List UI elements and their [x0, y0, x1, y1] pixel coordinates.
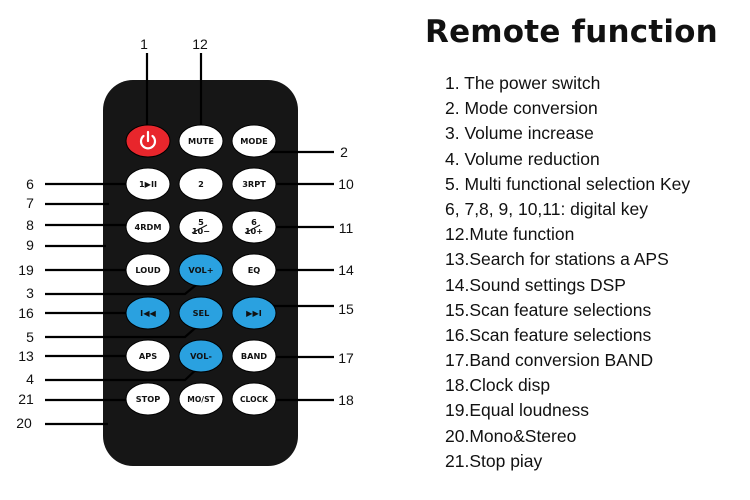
function-item: 3. Volume increase	[445, 123, 594, 144]
digit-6-button[interactable]: 610+	[231, 210, 277, 244]
digit-6-label: 10+	[245, 226, 263, 236]
page-title: Remote function	[425, 14, 718, 50]
stop-button[interactable]: STOP	[125, 382, 171, 416]
callout-number: 17	[338, 350, 354, 366]
digit-5-label: 5	[198, 217, 204, 227]
callout-numbers: 1 12 2 6 10 7 8 11 9 19 14 3 15 16 5 13 17 4 21 18 20	[16, 36, 354, 431]
digit-5-label: 10−	[192, 226, 210, 236]
digit-5-button[interactable]: 510−	[178, 210, 224, 244]
callout-number: 14	[338, 262, 354, 278]
function-item: 6, 7,8, 9, 10,11: digital key	[445, 198, 649, 219]
function-item: 4. Volume reduction	[445, 148, 600, 169]
function-item: 2. Mode conversion	[445, 98, 598, 119]
callout-number: 8	[26, 217, 34, 233]
mo-st-button[interactable]: MO/ST	[178, 382, 224, 416]
digit-6-label: 6	[251, 217, 257, 227]
function-item: 14.Sound settings DSP	[445, 274, 626, 295]
mute-label: MUTE	[188, 136, 214, 146]
callout-number: 1	[140, 36, 148, 52]
eq-label: EQ	[248, 265, 261, 275]
callout-number: 20	[16, 415, 32, 431]
loud-label: LOUD	[135, 265, 161, 275]
rdm-label: 4RDM	[135, 222, 162, 232]
callout-number: 16	[18, 305, 34, 321]
callout-number: 5	[26, 329, 34, 345]
function-item: 21.Stop piay	[445, 450, 543, 471]
play-pause-button[interactable]: 1▶II	[125, 167, 171, 201]
function-list: 1. The power switch 2. Mode conversion 3. …	[445, 71, 690, 474]
function-item: 20.Mono&Stereo	[445, 425, 577, 446]
prev-button[interactable]: I◀◀	[125, 296, 171, 330]
mode-label: MODE	[240, 136, 268, 146]
callout-number: 2	[340, 144, 348, 160]
function-item: 15.Scan feature selections	[445, 299, 652, 320]
callout-number: 11	[339, 220, 354, 236]
vol-up-button[interactable]: VOL+	[178, 253, 224, 287]
sel-label: SEL	[193, 308, 210, 318]
callout-number: 18	[338, 392, 354, 408]
mute-button[interactable]: MUTE	[178, 124, 224, 158]
vol-up-label: VOL+	[188, 265, 213, 275]
callout-number: 10	[338, 176, 354, 192]
eq-button[interactable]: EQ	[231, 253, 277, 287]
callout-number: 19	[18, 262, 34, 278]
band-button[interactable]: BAND	[231, 339, 277, 373]
callout-number: 9	[26, 237, 34, 253]
function-item: 19.Equal loudness	[445, 400, 589, 421]
loud-button[interactable]: LOUD	[125, 253, 171, 287]
callout-number: 3	[26, 285, 34, 301]
mode-button[interactable]: MODE	[231, 124, 277, 158]
rdm-button[interactable]: 4RDM	[125, 210, 171, 244]
rpt-label: 3RPT	[242, 179, 266, 189]
function-item: 1. The power switch	[445, 73, 601, 93]
next-label: ▶▶I	[246, 308, 262, 318]
callout-number: 15	[338, 301, 354, 317]
aps-button[interactable]: APS	[125, 339, 171, 373]
function-item: 12.Mute function	[445, 224, 575, 245]
play-pause-label: 1▶II	[139, 179, 157, 189]
function-item: 17.Band conversion BAND	[445, 350, 654, 371]
digit-2-button[interactable]: 2	[178, 167, 224, 201]
power-button[interactable]	[125, 124, 171, 158]
mo-st-label: MO/ST	[187, 395, 215, 404]
vol-down-button[interactable]: VOL-	[178, 339, 224, 373]
callout-number: 13	[18, 348, 34, 364]
digit-2-label: 2	[198, 179, 204, 189]
function-item: 16.Scan feature selections	[445, 324, 652, 345]
clock-label: CLOCK	[240, 395, 269, 404]
aps-label: APS	[139, 351, 157, 361]
callout-number: 4	[26, 371, 34, 387]
next-button[interactable]: ▶▶I	[231, 296, 277, 330]
callout-number: 21	[18, 391, 34, 407]
prev-label: I◀◀	[140, 308, 156, 318]
clock-button[interactable]: CLOCK	[231, 382, 277, 416]
callout-number: 7	[26, 195, 34, 211]
vol-down-label: VOL-	[190, 351, 212, 361]
callout-number: 12	[192, 36, 208, 52]
function-item: 5. Multi functional selection Key	[445, 173, 691, 194]
rpt-button[interactable]: 3RPT	[231, 167, 277, 201]
function-item: 18.Clock disp	[445, 375, 551, 396]
band-label: BAND	[241, 351, 267, 361]
function-item: 13.Search for stations a APS	[445, 249, 669, 270]
stop-label: STOP	[136, 394, 160, 404]
callout-number: 6	[26, 176, 34, 192]
power-icon	[139, 130, 157, 150]
sel-button[interactable]: SEL	[178, 296, 224, 330]
